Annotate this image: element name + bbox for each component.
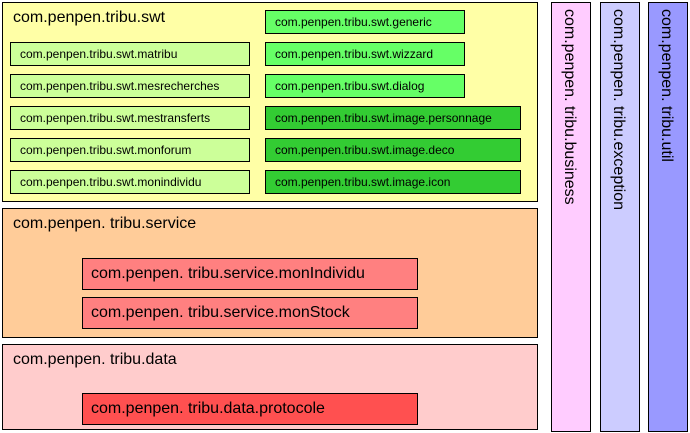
business-layer: com.penpen. tribu.business (551, 2, 591, 432)
business-layer-title: com.penpen. tribu.business (561, 9, 578, 205)
package-swt-wizzard: com.penpen.tribu.swt.wizzard (265, 42, 465, 66)
package-swt-image-personnage: com.penpen.tribu.swt.image.personnage (265, 106, 521, 130)
service-layer-title: com.penpen. tribu.service (13, 215, 197, 232)
package-service-monindividu: com.penpen. tribu.service.monIndividu (82, 258, 418, 290)
package-swt-monforum: com.penpen.tribu.swt.monforum (10, 138, 250, 162)
package-swt-image-deco: com.penpen.tribu.swt.image.deco (265, 138, 521, 162)
package-swt-mesrecherches: com.penpen.tribu.swt.mesrecherches (10, 74, 250, 98)
swt-layer: com.penpen.tribu.swt com.penpen.tribu.sw… (2, 2, 538, 202)
data-layer: com.penpen. tribu.data com.penpen. tribu… (2, 344, 538, 430)
util-layer: com.penpen. tribu.util (648, 2, 688, 432)
util-layer-title: com.penpen. tribu.util (658, 9, 675, 162)
package-swt-matribu: com.penpen.tribu.swt.matribu (10, 42, 250, 66)
service-layer: com.penpen. tribu.service com.penpen. tr… (2, 208, 538, 338)
exception-layer: com.penpen. tribu.exception (600, 2, 640, 432)
package-swt-image-icon: com.penpen.tribu.swt.image.icon (265, 170, 521, 194)
package-swt-mestransferts: com.penpen.tribu.swt.mestransferts (10, 106, 250, 130)
package-swt-generic: com.penpen.tribu.swt.generic (265, 10, 465, 34)
package-data-protocole: com.penpen. tribu.data.protocole (82, 393, 418, 425)
swt-layer-title: com.penpen.tribu.swt (13, 9, 166, 26)
package-swt-dialog: com.penpen.tribu.swt.dialog (265, 74, 465, 98)
data-layer-title: com.penpen. tribu.data (13, 351, 177, 368)
exception-layer-title: com.penpen. tribu.exception (610, 9, 627, 211)
package-swt-monindividu: com.penpen.tribu.swt.monindividu (10, 170, 250, 194)
package-service-monstock: com.penpen. tribu.service.monStock (82, 297, 418, 329)
